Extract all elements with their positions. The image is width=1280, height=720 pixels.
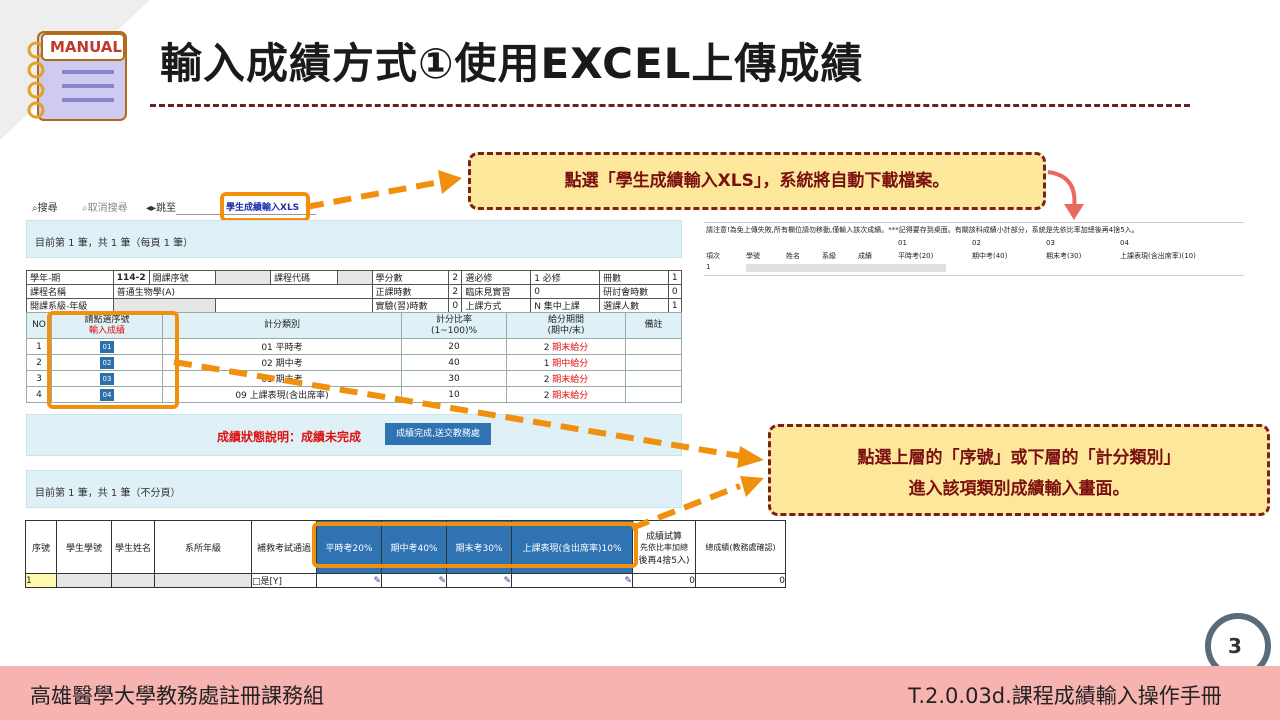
col-ratio-header: 計分比率 (1~100)% xyxy=(401,312,507,339)
excel-header: 期末考(30) xyxy=(1046,252,1082,260)
row-seq-cell: 04 xyxy=(51,386,163,403)
excel-header: 期中考(40) xyxy=(972,252,1008,260)
excel-header: 系級 xyxy=(822,252,836,260)
excel-row-gray xyxy=(746,264,946,272)
edit-icon[interactable]: ✎ xyxy=(624,575,632,586)
jump-button[interactable]: ◂▸跳至 xyxy=(146,203,177,214)
period-header-line1: 給分期間 xyxy=(547,314,584,325)
row-seq: 1 xyxy=(25,573,57,588)
search-icon: ⌕ xyxy=(32,203,38,214)
excel-code: 02 xyxy=(972,239,981,247)
page-number: 3 xyxy=(1228,634,1242,658)
cancel-search-button[interactable]: ⌕取消搜尋 xyxy=(82,203,128,214)
calc-header-line3: 後再4捨5入) xyxy=(638,555,690,566)
col-category-header: 計分類別 xyxy=(162,312,402,339)
search-button[interactable]: ⌕搜尋 xyxy=(32,203,58,214)
edit-icon[interactable]: ✎ xyxy=(373,575,381,586)
slide-title: 輸入成績方式①使用EXCEL上傳成績 xyxy=(160,39,864,88)
col-student-id-header: 學生學號 xyxy=(56,520,112,574)
excel-sheet-preview: 請注意!為免上傳失敗,所有欄位請勿移動,僅輸入該次成績。***記得要存到桌面。有… xyxy=(704,222,1244,276)
footer-org: 高雄醫學大學教務處註冊課務組 xyxy=(30,684,324,708)
edit-icon[interactable]: ✎ xyxy=(438,575,446,586)
ratio-header-line1: 計分比率 xyxy=(435,314,472,325)
record-count-panel-2: 目前第 1 筆，共 1 筆（不分頁） xyxy=(26,470,682,508)
bottom-callout: 點選上層的「序號」或下層的「計分類別」 進入該項類別成績輸入畫面。 xyxy=(768,424,1270,516)
excel-header: 學號 xyxy=(746,252,760,260)
table-row: 2 02 02 期中考 40 1 期中給分 xyxy=(26,354,682,371)
row-student-name xyxy=(111,573,155,588)
info-value: 1 xyxy=(667,270,683,285)
toolbar: ⌕搜尋 ⌕取消搜尋 ◂▸跳至 xyxy=(26,196,316,216)
student-grade-xls-tab[interactable]: 學生成績輸入XLS xyxy=(226,203,300,213)
top-callout-text: 點選「學生成績輸入XLS」，系統將自動下載檔案。 xyxy=(564,171,950,191)
row-period: 2 期末給分 xyxy=(506,386,626,403)
info-value xyxy=(215,270,271,285)
row-dept xyxy=(154,573,252,588)
dashed-arrow-icon xyxy=(305,170,462,210)
seq-button-02[interactable]: 02 xyxy=(100,356,114,369)
excel-code: 04 xyxy=(1120,239,1129,247)
row-total: 0 xyxy=(695,573,786,588)
status-panel: 成績狀態說明：成績未完成 成績完成,送交教務處 xyxy=(26,414,682,456)
row-seq-cell: 01 xyxy=(51,338,163,355)
ratio-header-line2: (1~100)% xyxy=(430,325,478,336)
excel-header: 項次 xyxy=(706,252,720,260)
info-value: 1 xyxy=(667,298,683,313)
excel-code: 03 xyxy=(1046,239,1055,247)
grading-category-table: NO 請點選序號 輸入成績 計分類別 計分比率 (1~100)% 給分期間 (期… xyxy=(26,312,682,403)
excel-header: 上課表現(含出席率)(10) xyxy=(1120,252,1196,260)
seq-button-03[interactable]: 03 xyxy=(100,372,114,385)
excel-notice: 請注意!為免上傳失敗,所有欄位請勿移動,僅輸入該次成績。***記得要存到桌面。有… xyxy=(706,226,1139,234)
submit-grades-button[interactable]: 成績完成,送交教務處 xyxy=(385,423,491,445)
seq-button-04[interactable]: 04 xyxy=(100,388,114,401)
excel-header: 成績 xyxy=(858,252,872,260)
excel-header: 姓名 xyxy=(786,252,800,260)
col-makeup-header: 補救考試通過 xyxy=(251,520,317,574)
seq-button-01[interactable]: 01 xyxy=(100,340,114,353)
col-period-header: 給分期間 (期中/末) xyxy=(506,312,626,339)
record-count-text: 目前第 1 筆，共 1 筆（每頁 1 筆） xyxy=(35,238,194,249)
top-callout: 點選「學生成績輸入XLS」，系統將自動下載檔案。 xyxy=(468,152,1046,210)
bottom-callout-line2: 進入該項類別成績輸入畫面。 xyxy=(908,479,1130,499)
curved-down-arrow-icon xyxy=(1047,170,1084,220)
record-count-panel: 目前第 1 筆，共 1 筆（每頁 1 筆） xyxy=(26,220,682,258)
status-text: 成績狀態說明：成績未完成 xyxy=(217,430,362,444)
col-dept-header: 系所年級 xyxy=(154,520,252,574)
excel-header: 平時考(20) xyxy=(898,252,934,260)
row-note xyxy=(625,386,682,403)
col-note-header: 備註 xyxy=(625,312,682,339)
calc-header-line2: 先依比率加總 xyxy=(640,542,688,552)
dashed-arrow-icon xyxy=(630,476,764,531)
row-quiz-cell: ✎ xyxy=(316,573,382,588)
jump-arrows-icon: ◂▸ xyxy=(146,203,157,214)
col-total-header: 總成績(教務處確認) xyxy=(695,520,786,574)
row-seq-cell: 03 xyxy=(51,370,163,387)
seq-header-line1: 請點選序號 xyxy=(84,314,130,325)
score-columns-highlight xyxy=(312,522,638,568)
excel-code: 01 xyxy=(898,239,907,247)
table-row: 1 □是[Y] ✎ ✎ ✎ ✎ 0 0 xyxy=(25,573,786,588)
bottom-callout-line1: 點選上層的「序號」或下層的「計分類別」 xyxy=(857,448,1181,468)
toolbar-separator xyxy=(176,214,316,215)
corner-decoration xyxy=(0,0,150,140)
manual-notebook-icon xyxy=(27,31,127,121)
calc-header-line1: 成績試算 xyxy=(645,531,682,542)
period-header-line2: (期中/末) xyxy=(547,325,585,336)
seq-header-line2: 輸入成績 xyxy=(88,325,125,336)
title-divider xyxy=(150,104,1190,107)
manual-badge: MANUAL xyxy=(50,38,122,56)
cancel-search-icon: ⌕ xyxy=(82,203,88,214)
dashed-arrow-icon xyxy=(173,359,764,468)
edit-icon[interactable]: ✎ xyxy=(503,575,511,586)
course-info-table: 學年-期 114-2 開課序號 課程代碼 學分數 2 選必修 1 必修 冊數 1… xyxy=(26,270,683,313)
excel-row-number: 1 xyxy=(706,263,711,271)
footer-doc-id: T.2.0.03d.課程成績輸入操作手冊 xyxy=(908,684,1222,708)
footer-bar xyxy=(0,666,1280,720)
record-count-text-2: 目前第 1 筆，共 1 筆（不分頁） xyxy=(35,488,181,499)
